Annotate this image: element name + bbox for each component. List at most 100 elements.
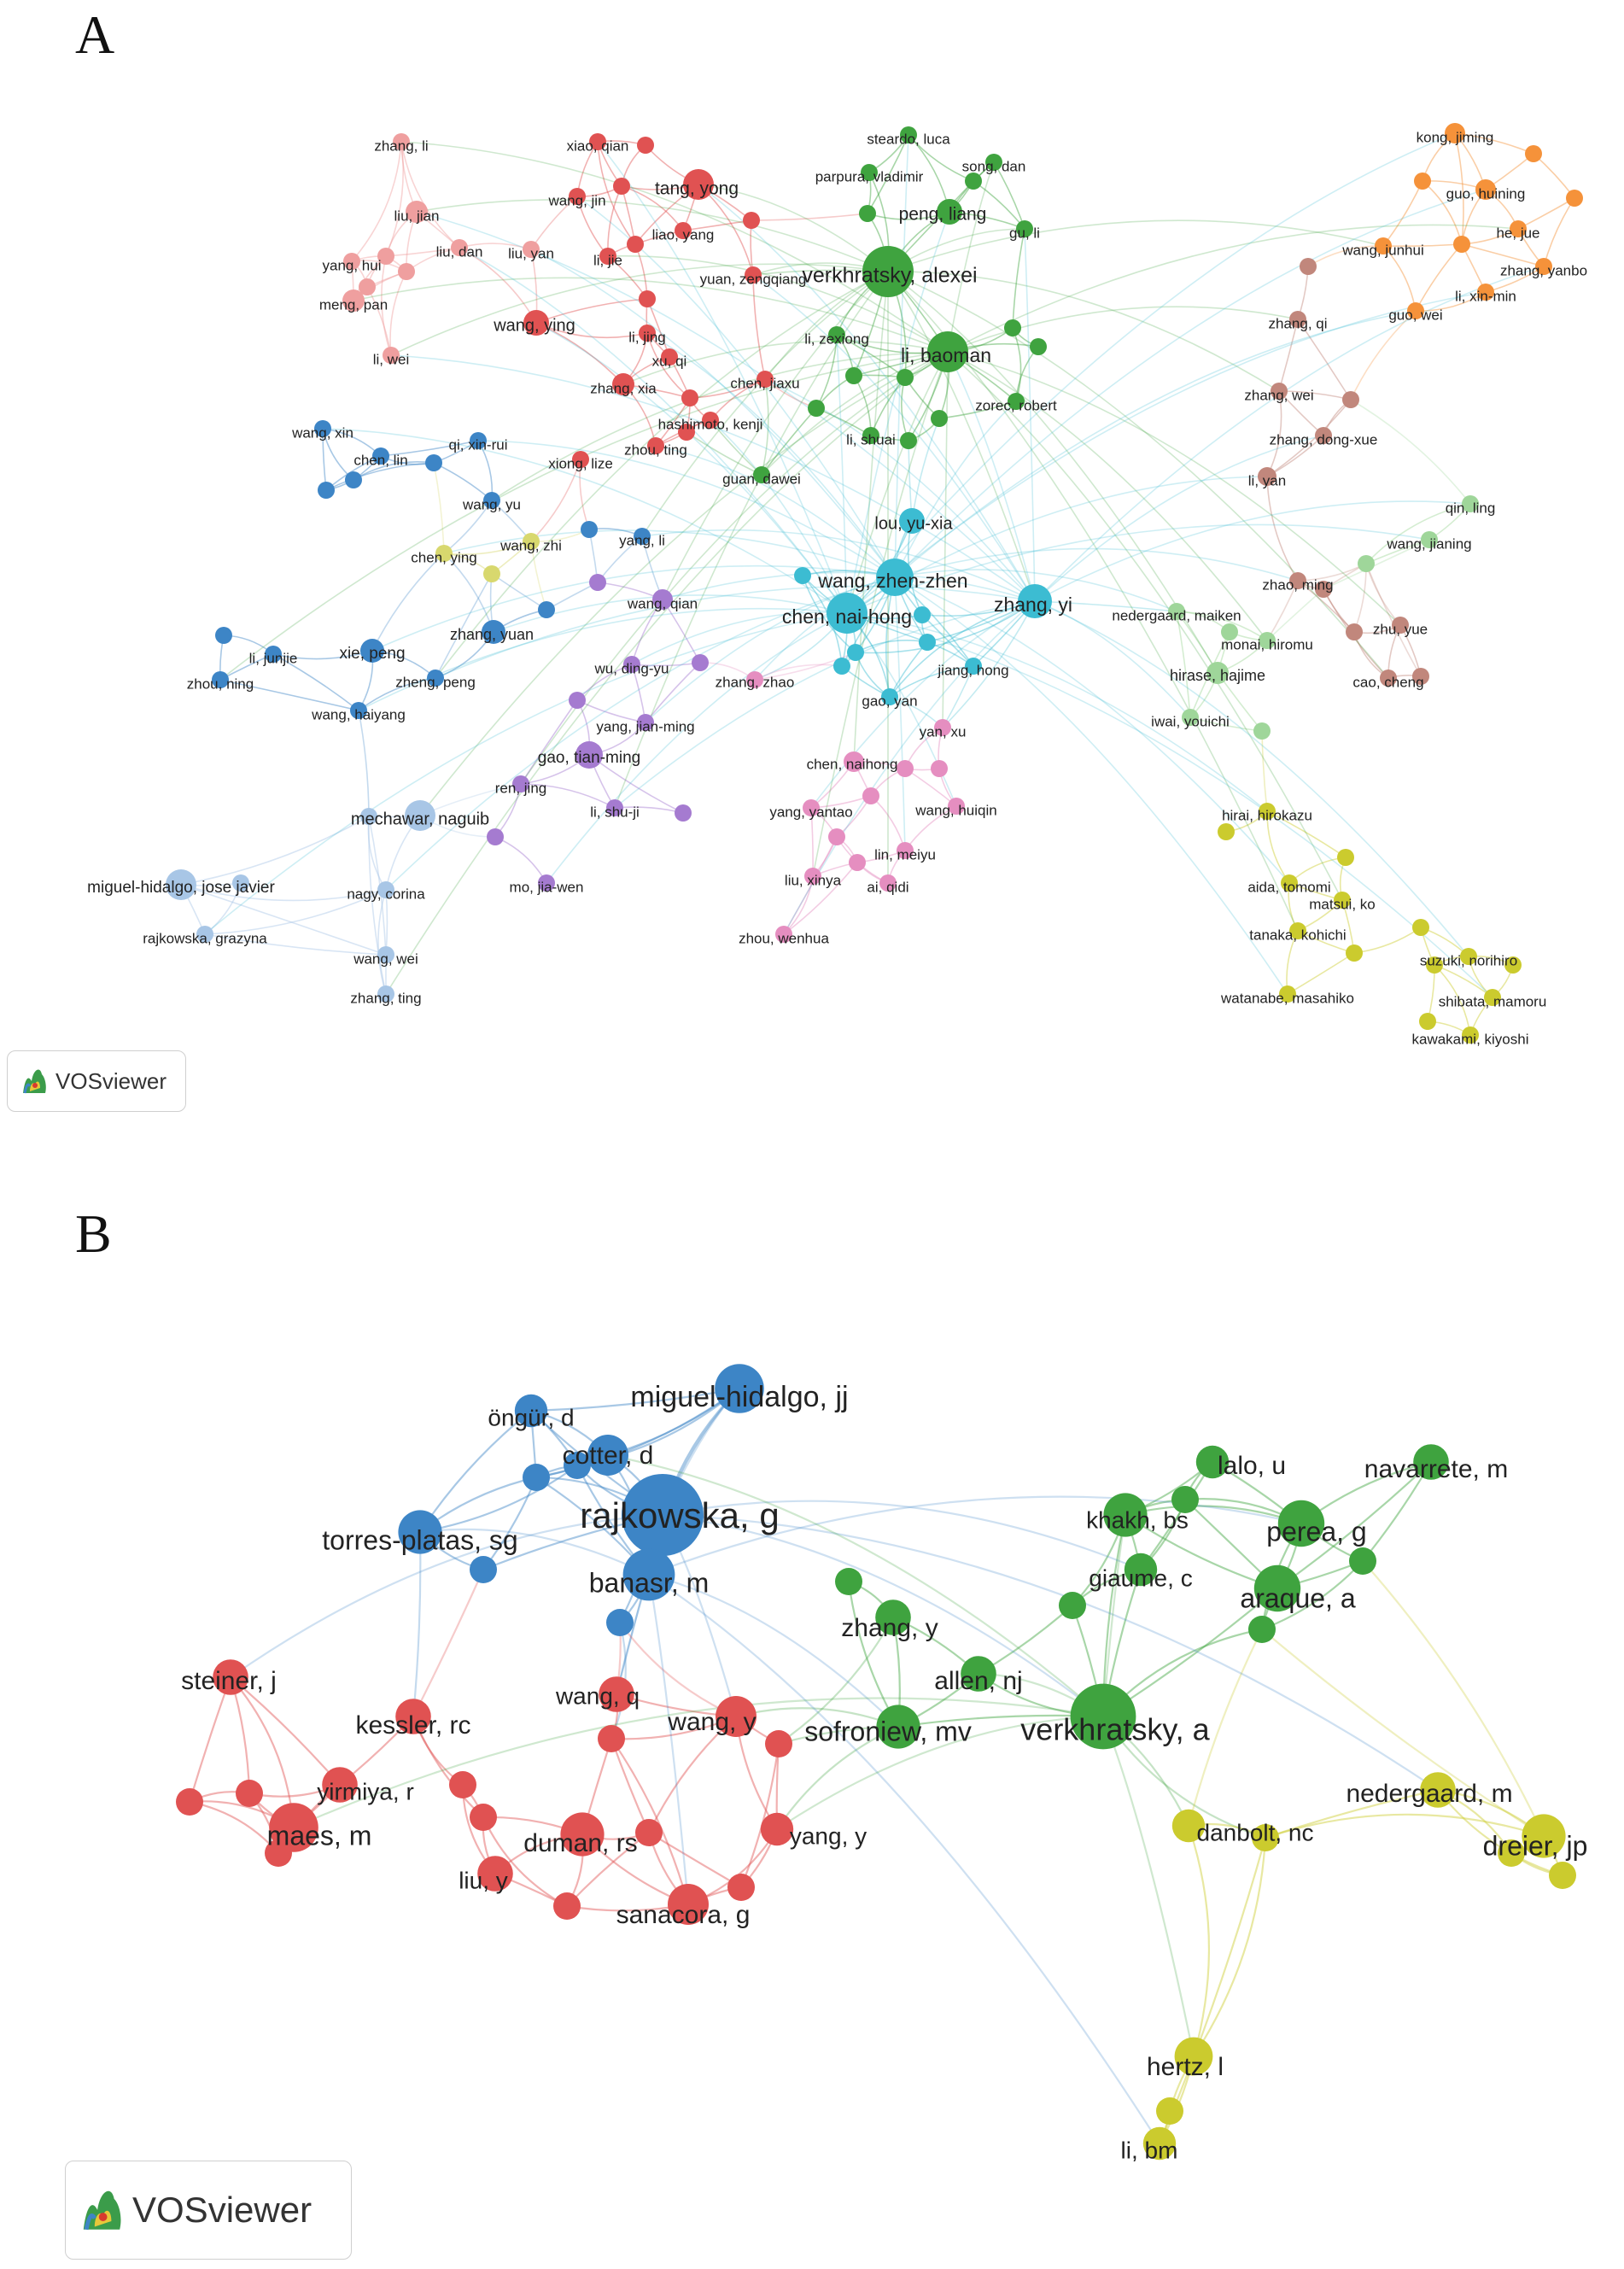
node-araque-a[interactable] bbox=[1253, 1564, 1301, 1612]
node-kawakami-kiyoshi[interactable] bbox=[1462, 1026, 1479, 1044]
node-unlabeled[interactable] bbox=[483, 565, 500, 582]
node-unlabeled[interactable] bbox=[523, 1464, 550, 1491]
node-unlabeled[interactable] bbox=[449, 1771, 476, 1798]
node-wang-haiyang[interactable] bbox=[350, 702, 367, 719]
node-lalo-u[interactable] bbox=[1195, 1445, 1230, 1479]
node-unlabeled[interactable] bbox=[1566, 190, 1583, 207]
node-mo-jia-wen[interactable] bbox=[538, 874, 555, 892]
node-khakh-bs[interactable] bbox=[1103, 1493, 1148, 1537]
node-unlabeled[interactable] bbox=[1156, 2097, 1183, 2125]
node-zhang-wei[interactable] bbox=[1271, 383, 1288, 400]
node-zhang-ting[interactable] bbox=[377, 985, 394, 1003]
node-meng-pan[interactable] bbox=[342, 289, 365, 312]
node-yuan-zengqiang[interactable] bbox=[745, 266, 762, 284]
node-tang-yong[interactable] bbox=[683, 169, 714, 200]
node-unlabeled[interactable] bbox=[1004, 319, 1021, 336]
node-li-shuai[interactable] bbox=[862, 427, 879, 444]
node-unlabeled[interactable] bbox=[318, 482, 335, 499]
node-unlabeled[interactable] bbox=[359, 278, 376, 295]
node-xie-peng[interactable] bbox=[360, 639, 384, 663]
node-allen-nj[interactable] bbox=[961, 1656, 996, 1692]
node-dreier-jp[interactable] bbox=[1522, 1814, 1566, 1858]
node-unlabeled[interactable] bbox=[1300, 258, 1317, 275]
node-watanabe-masahiko[interactable] bbox=[1279, 985, 1296, 1003]
node-unlabeled[interactable] bbox=[176, 1788, 203, 1816]
node-guo-huining[interactable] bbox=[1475, 179, 1496, 200]
node-yang-jian-ming[interactable] bbox=[637, 714, 654, 731]
node-unlabeled[interactable] bbox=[1171, 1486, 1199, 1513]
node-unlabeled[interactable] bbox=[900, 432, 917, 449]
node-li-wei[interactable] bbox=[383, 347, 400, 364]
node-hashimoto-kenji[interactable] bbox=[702, 412, 719, 429]
node-yang-yantao[interactable] bbox=[803, 799, 820, 816]
node-zhang-xia[interactable] bbox=[612, 373, 634, 395]
node-unlabeled[interactable] bbox=[265, 1839, 292, 1867]
node-unlabeled[interactable] bbox=[1346, 944, 1363, 962]
node-unlabeled[interactable] bbox=[1030, 338, 1047, 355]
node-steardo-luca[interactable] bbox=[900, 126, 917, 143]
node-unlabeled[interactable] bbox=[470, 1556, 497, 1583]
node-guan-dawei[interactable] bbox=[753, 466, 770, 483]
node-shibata-mamoru[interactable] bbox=[1484, 989, 1501, 1006]
node-rajkowska-grazyna[interactable] bbox=[196, 926, 213, 943]
node-unlabeled[interactable] bbox=[377, 248, 394, 265]
node-liu-xinya[interactable] bbox=[804, 868, 821, 885]
node-qi-xin-rui[interactable] bbox=[470, 432, 487, 449]
node-unlabeled[interactable] bbox=[635, 1819, 663, 1846]
node-unlabeled[interactable] bbox=[1419, 1013, 1436, 1030]
node-unlabeled[interactable] bbox=[1248, 1616, 1276, 1643]
node-zorec-robert[interactable] bbox=[1008, 393, 1025, 410]
node-ren-jing[interactable] bbox=[512, 775, 529, 792]
node-unlabeled[interactable] bbox=[639, 290, 656, 307]
node-unlabeled[interactable] bbox=[845, 367, 862, 384]
node-li-jie[interactable] bbox=[599, 248, 616, 265]
node-unlabeled[interactable] bbox=[215, 627, 232, 644]
node-li-junjie[interactable] bbox=[265, 646, 282, 663]
node-unlabeled[interactable] bbox=[727, 1874, 755, 1901]
node-unlabeled[interactable] bbox=[425, 454, 442, 471]
node-wang-ying[interactable] bbox=[523, 310, 549, 336]
node-unlabeled[interactable] bbox=[808, 400, 825, 417]
node-chen-naihong[interactable] bbox=[844, 751, 864, 772]
node-nedergaard-maiken[interactable] bbox=[1168, 603, 1185, 620]
node-wang-jin[interactable] bbox=[569, 188, 586, 205]
node-zhou-ning[interactable] bbox=[212, 671, 229, 688]
node-chen-nai-hong[interactable] bbox=[827, 593, 867, 634]
node-unlabeled[interactable] bbox=[236, 1780, 263, 1807]
node-matsui-ko[interactable] bbox=[1334, 892, 1351, 909]
node-unlabeled[interactable] bbox=[564, 1452, 591, 1479]
node-chen-jiaxu[interactable] bbox=[757, 371, 774, 388]
node-perea-g[interactable] bbox=[1277, 1500, 1325, 1547]
node-unlabeled[interactable] bbox=[1349, 1547, 1376, 1575]
node-xiong-lize[interactable] bbox=[572, 451, 589, 468]
node-zhang-yi[interactable] bbox=[1018, 584, 1052, 618]
node-yang-li[interactable] bbox=[634, 528, 651, 545]
node-li-baoman[interactable] bbox=[927, 331, 968, 372]
node-unlabeled[interactable] bbox=[1412, 668, 1429, 685]
node-unlabeled[interactable] bbox=[828, 828, 845, 845]
node-unlabeled[interactable] bbox=[398, 263, 415, 280]
node-chen-lin[interactable] bbox=[372, 447, 389, 465]
node-li-shu-ji[interactable] bbox=[606, 799, 623, 816]
node-yang-hui[interactable] bbox=[343, 253, 360, 270]
node-unlabeled[interactable] bbox=[965, 173, 982, 190]
node-navarrete-m[interactable] bbox=[1413, 1444, 1449, 1480]
node-unlabeled[interactable] bbox=[1253, 722, 1271, 740]
node-unlabeled[interactable] bbox=[914, 606, 931, 623]
node-unlabeled[interactable] bbox=[581, 521, 598, 538]
node-unlabeled[interactable] bbox=[919, 634, 936, 651]
node-li-yan[interactable] bbox=[1258, 467, 1276, 486]
node-unlabeled[interactable] bbox=[681, 389, 698, 406]
node-zhou-ting[interactable] bbox=[647, 437, 664, 454]
node-zhu-yue[interactable] bbox=[1392, 617, 1409, 634]
node-jiang-hong[interactable] bbox=[965, 658, 982, 675]
node-zheng-peng[interactable] bbox=[427, 670, 444, 687]
node-unlabeled[interactable] bbox=[1346, 623, 1363, 640]
node-unlabeled[interactable] bbox=[345, 471, 362, 488]
node-zhao-ming[interactable] bbox=[1289, 572, 1306, 589]
node-unlabeled[interactable] bbox=[765, 1730, 792, 1757]
node-nagy-corina[interactable] bbox=[377, 881, 394, 898]
node-duman-rs[interactable] bbox=[560, 1812, 605, 1857]
node-hirai-hirokazu[interactable] bbox=[1259, 803, 1276, 820]
node-lou-yu-xia[interactable] bbox=[899, 508, 925, 534]
